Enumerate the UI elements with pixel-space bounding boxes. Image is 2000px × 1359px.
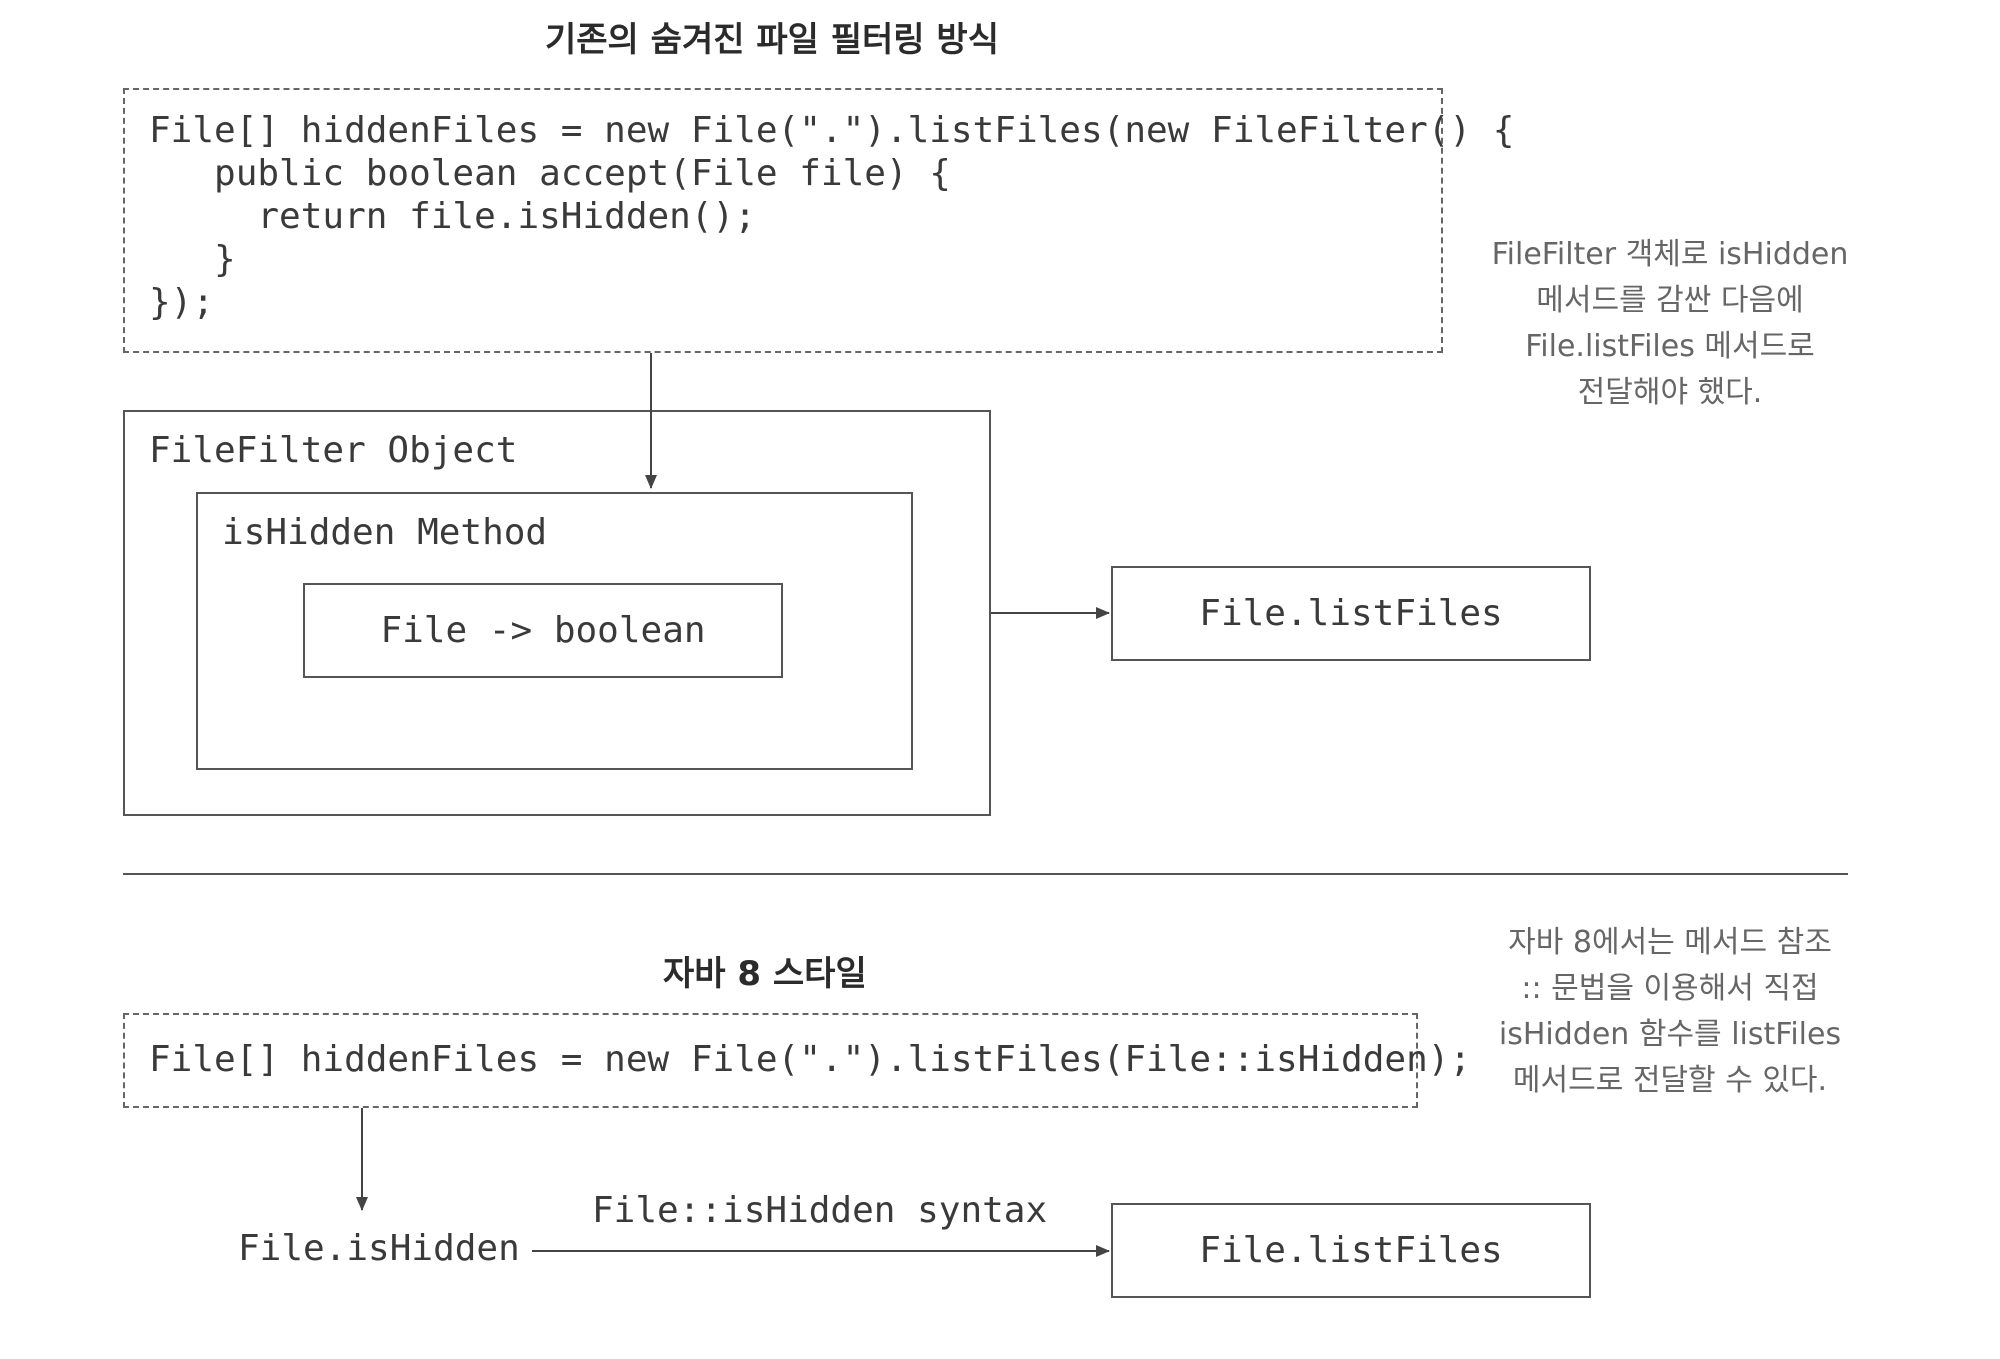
ishidden-method-box: isHidden Method [196, 492, 913, 770]
bottom-section-title: 자바 8 스타일 [663, 954, 867, 994]
bottom-note-line: 자바 8에서는 메서드 참조 [1508, 925, 1832, 960]
bottom-explanation-note: 자바 8에서는 메서드 참조 :: 문법을 이용해서 직접 isHidden 함… [1470, 920, 1870, 1104]
top-note-line: 전달해야 했다. [1577, 375, 1763, 410]
section-divider [123, 873, 1848, 875]
method-reference-syntax-label: File::isHidden syntax [592, 1190, 1048, 1231]
listfiles-target-label-top: File.listFiles [1199, 593, 1503, 634]
top-note-line: File.listFiles 메서드로 [1525, 329, 1815, 364]
file-to-boolean-signature: File -> boolean [380, 610, 706, 651]
bottom-note-line: isHidden 함수를 listFiles [1498, 1017, 1842, 1052]
legacy-code-line: public boolean accept(File file) { [149, 153, 951, 194]
top-note-line: FileFilter 객체로 isHidden [1491, 237, 1849, 272]
top-section-title: 기존의 숨겨진 파일 필터링 방식 [545, 20, 999, 60]
java8-code-box: File[] hiddenFiles = new File(".").listF… [123, 1013, 1471, 1108]
listfiles-target-box-top: File.listFiles [1111, 566, 1591, 661]
bottom-note-line: 메서드로 전달할 수 있다. [1512, 1063, 1828, 1098]
filefilter-object-label: FileFilter Object [149, 430, 518, 471]
listfiles-target-box-bottom: File.listFiles [1111, 1203, 1591, 1298]
legacy-code-line: return file.isHidden(); [149, 196, 756, 237]
ishidden-method-label: isHidden Method [222, 512, 548, 553]
bottom-note-line: :: 문법을 이용해서 직접 [1521, 971, 1819, 1006]
java8-code-line: File[] hiddenFiles = new File(".").listF… [149, 1039, 1472, 1080]
listfiles-target-label-bottom: File.listFiles [1199, 1230, 1503, 1271]
legacy-code-line: }); [149, 282, 215, 323]
legacy-code-line: File[] hiddenFiles = new File(".").listF… [149, 110, 1515, 151]
legacy-code-line: } [149, 239, 236, 280]
filefilter-object-box: FileFilter Object [123, 410, 991, 816]
legacy-code-box: File[] hiddenFiles = new File(".").listF… [123, 88, 1514, 353]
top-note-line: 메서드를 감싼 다음에 [1536, 283, 1804, 318]
file-ishidden-source: File.isHidden [238, 1228, 520, 1269]
file-to-boolean-box: File -> boolean [303, 583, 783, 678]
top-explanation-note: FileFilter 객체로 isHidden 메서드를 감싼 다음에 File… [1470, 232, 1870, 416]
